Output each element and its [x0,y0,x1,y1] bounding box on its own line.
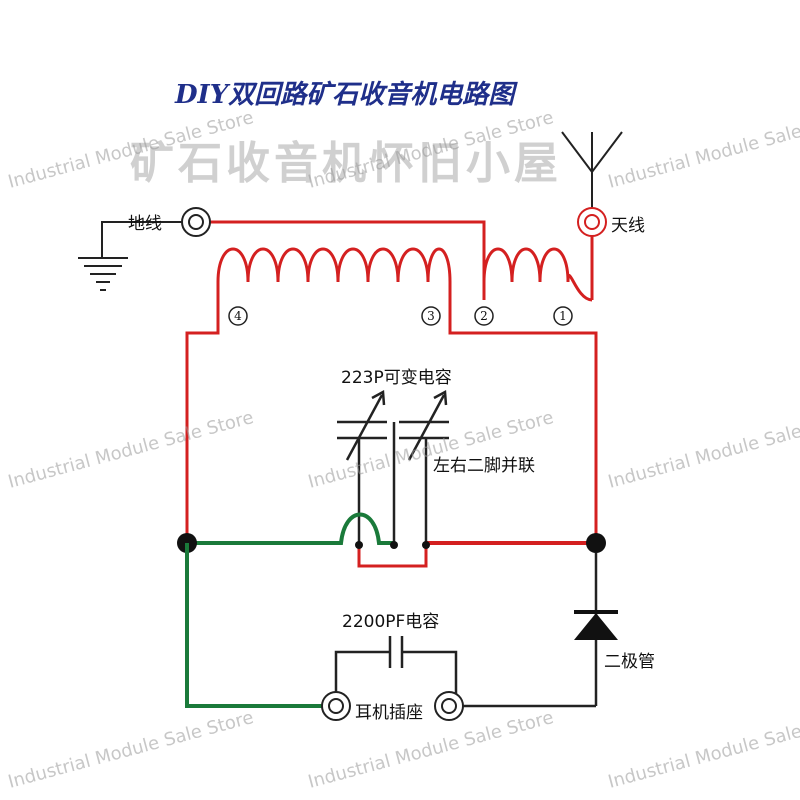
watermark: Industrial Module Sale Store [606,707,800,793]
diagram-subtitle: 矿石收音机怀旧小屋 [130,138,562,189]
earphone-label: 耳机插座 [355,703,423,723]
antenna-label: 天线 [611,216,645,236]
capacitor-leg-dot [355,541,363,549]
coil-small [482,247,593,302]
svg-text:4: 4 [234,309,242,323]
svg-text:2: 2 [480,309,488,323]
diode-symbol [574,610,618,640]
wire-capacitor-jumper [357,545,428,568]
capacitor-parallel-note: 左右二脚并联 [433,456,535,476]
wire-left-main [185,305,220,543]
svg-text:3: 3 [427,309,435,323]
junction-right [586,533,606,553]
coil-pin-3: 3 [421,306,441,326]
coil-main [216,247,452,305]
diagram-title: DIY双回路矿石收音机电路图 [174,80,518,110]
fixed-capacitor [334,636,458,706]
antenna-terminal [577,207,607,237]
capacitor-leg-dot [390,541,398,549]
ground-terminal [181,207,211,237]
variable-capacitor-label: 223P可变电容 [341,368,452,388]
diode-label: 二极管 [604,652,655,672]
ground-symbol [78,221,185,291]
ground-label: 地线 [128,214,162,234]
coil-pin-2: 2 [474,306,494,326]
antenna-symbol [561,131,623,210]
watermark: Industrial Module Sale Store [6,707,256,793]
watermark: Industrial Module Sale Store [6,407,256,493]
variable-capacitor [337,389,449,545]
watermark-layer: Industrial Module Sale Store Industrial … [6,107,800,793]
earphone-terminal-left [321,691,351,721]
svg-text:1: 1 [559,309,567,323]
earphone-terminal-right [434,691,464,721]
fixed-capacitor-label: 2200PF电容 [342,612,439,632]
watermark: Industrial Module Sale Store [306,707,556,793]
wire-green-to-capacitor [187,512,394,545]
wire-green-to-earphone [185,543,326,708]
wire-right-main [448,305,598,543]
coil-pin-4: 4 [228,306,248,326]
watermark: Industrial Module Sale Store [606,407,800,493]
coil-pin-1: 1 [553,306,573,326]
capacitor-leg-dot [422,541,430,549]
watermark: Industrial Module Sale Store [606,107,800,193]
